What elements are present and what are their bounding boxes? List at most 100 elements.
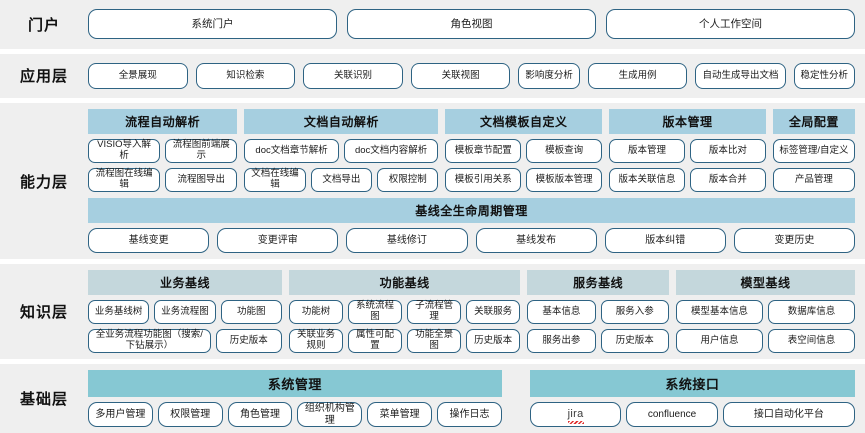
cap-button-template-chapter-config[interactable]: 模板章节配置 [445, 139, 522, 163]
foundation-group-system-management: 系统管理 多用户管理 权限管理 角色管理 组织机构管理 菜单管理 操作日志 [88, 370, 502, 427]
app-button-stability-analysis[interactable]: 稳定性分析 [793, 62, 856, 89]
layer-body-capability: 流程自动解析 VISIO导入解析 流程图前端展示 流程图在线编辑 流程图导出 文… [88, 103, 865, 259]
app-button-knowledge-search[interactable]: 知识检索 [195, 62, 296, 89]
base-button-multi-user-mgmt[interactable]: 多用户管理 [88, 402, 153, 427]
layer-body-portal: 系统门户 角色视图 个人工作空间 [88, 0, 865, 49]
foundation-groups: 系统管理 多用户管理 权限管理 角色管理 组织机构管理 菜单管理 操作日志 系统… [88, 370, 855, 427]
kn-button-function-panorama[interactable]: 功能全景图 [407, 329, 462, 353]
group-header-process-parse: 流程自动解析 [88, 109, 238, 134]
capability-group-doc-parse: 文档自动解析 doc文档章节解析 doc文档内容解析 文档在线编辑 文档导出 权… [244, 109, 439, 192]
app-button-panorama[interactable]: 全景展现 [88, 62, 188, 89]
base-button-permission-mgmt[interactable]: 权限管理 [157, 402, 223, 427]
cap-button-version-compare[interactable]: 版本比对 [690, 139, 766, 163]
group-row: doc文档章节解析 doc文档内容解析 [244, 139, 439, 163]
base-button-interface-automation-platform[interactable]: 接口自动化平台 [722, 402, 855, 427]
group-header-global-config: 全局配置 [772, 109, 855, 134]
cap-button-visio-import[interactable]: VISIO导入解析 [88, 139, 161, 163]
group-row: 全业务流程功能图（搜索/下钻展示） 历史版本 [88, 329, 282, 353]
kn-button-service-input-param[interactable]: 服务入参 [600, 300, 669, 324]
kn-button-attribute-configurable[interactable]: 属性可配置 [348, 329, 403, 353]
app-button-auto-export-doc[interactable]: 自动生成导出文档 [695, 62, 786, 89]
group-header-version-mgmt: 版本管理 [609, 109, 766, 134]
cap-button-permission-control[interactable]: 权限控制 [377, 168, 439, 192]
cap-button-flowchart-online-edit[interactable]: 流程图在线编辑 [88, 168, 161, 192]
kn-button-function-tree[interactable]: 功能树 [288, 300, 344, 324]
cap-button-flowchart-frontend[interactable]: 流程图前端展示 [165, 139, 238, 163]
group-header-function-baseline: 功能基线 [288, 270, 521, 295]
cap-button-doc-content-parse[interactable]: doc文档内容解析 [343, 139, 439, 163]
jira-label: jira [567, 408, 584, 425]
group-header-doc-parse: 文档自动解析 [244, 109, 439, 134]
base-button-operation-log[interactable]: 操作日志 [437, 402, 502, 427]
cap-button-flowchart-export[interactable]: 流程图导出 [165, 168, 238, 192]
kn-button-full-business-flow-function-chart[interactable]: 全业务流程功能图（搜索/下钻展示） [88, 329, 211, 353]
portal-button-role-view[interactable]: 角色视图 [347, 9, 596, 40]
group-header-service-baseline: 服务基线 [527, 270, 669, 295]
lifecycle-button-change-review[interactable]: 变更评审 [217, 228, 339, 253]
cap-button-version-manage[interactable]: 版本管理 [609, 139, 685, 163]
app-button-relation-recognition[interactable]: 关联识别 [303, 62, 403, 89]
kn-button-system-flowchart[interactable]: 系统流程图 [348, 300, 403, 324]
group-row: 产品管理 [772, 168, 855, 192]
app-button-relation-view[interactable]: 关联视图 [410, 62, 511, 89]
kn-button-related-business-rule[interactable]: 关联业务规则 [288, 329, 344, 353]
layer-label-application: 应用层 [19, 68, 68, 86]
cap-button-template-reference[interactable]: 模板引用关系 [445, 168, 522, 192]
layer-label-knowledge: 知识层 [19, 304, 68, 321]
cap-button-version-relation-info[interactable]: 版本关联信息 [609, 168, 685, 192]
cap-button-doc-online-edit[interactable]: 文档在线编辑 [244, 168, 306, 192]
kn-button-model-basic-info[interactable]: 模型基本信息 [675, 300, 763, 324]
kn-button-business-baseline-tree[interactable]: 业务基线树 [88, 300, 150, 324]
lifecycle-button-baseline-change[interactable]: 基线变更 [88, 228, 210, 253]
base-button-menu-mgmt[interactable]: 菜单管理 [367, 402, 433, 427]
group-row: 文档在线编辑 文档导出 权限控制 [244, 168, 439, 192]
group-header-business-baseline: 业务基线 [88, 270, 282, 295]
lifecycle-button-baseline-revise[interactable]: 基线修订 [346, 228, 468, 253]
group-row: VISIO导入解析 流程图前端展示 [88, 139, 238, 163]
kn-button-tablespace-info[interactable]: 表空间信息 [767, 329, 856, 353]
cap-button-template-query[interactable]: 模板查询 [526, 139, 603, 163]
cap-button-doc-chapter-parse[interactable]: doc文档章节解析 [244, 139, 339, 163]
portal-button-personal-workspace[interactable]: 个人工作空间 [606, 9, 855, 40]
knowledge-group-service-baseline: 服务基线 基本信息 服务入参 服务出参 历史版本 [527, 270, 669, 353]
kn-button-history-version-function[interactable]: 历史版本 [466, 329, 521, 353]
layer-portal: 门户 系统门户 角色视图 个人工作空间 [0, 0, 865, 49]
group-row: 版本关联信息 版本合并 [609, 168, 766, 192]
layer-label-foundation: 基础层 [19, 391, 68, 408]
portal-button-system[interactable]: 系统门户 [88, 9, 337, 40]
group-header-doc-template: 文档模板自定义 [445, 109, 603, 134]
base-button-org-structure-mgmt[interactable]: 组织机构管理 [297, 402, 363, 427]
portal-button-row: 系统门户 角色视图 个人工作空间 [88, 9, 855, 40]
kn-button-history-version-service[interactable]: 历史版本 [600, 329, 669, 353]
base-button-jira[interactable]: jira [529, 402, 622, 427]
lifecycle-button-change-history[interactable]: 变更历史 [733, 228, 856, 253]
cap-button-tag-management[interactable]: 标签管理/自定义 [772, 139, 855, 163]
kn-button-business-flowchart[interactable]: 业务流程图 [154, 300, 216, 324]
base-button-role-mgmt[interactable]: 角色管理 [227, 402, 293, 427]
app-button-generate-case[interactable]: 生成用例 [587, 62, 688, 89]
kn-button-related-service[interactable]: 关联服务 [466, 300, 521, 324]
kn-button-function-chart[interactable]: 功能图 [220, 300, 282, 324]
base-button-confluence[interactable]: confluence [626, 402, 718, 427]
knowledge-group-function-baseline: 功能基线 功能树 系统流程图 子流程管理 关联服务 关联业务规则 属性可配置 功… [288, 270, 521, 353]
cap-button-template-version-mgmt[interactable]: 模板版本管理 [526, 168, 603, 192]
kn-button-history-version-business[interactable]: 历史版本 [215, 329, 282, 353]
group-row: 流程图在线编辑 流程图导出 [88, 168, 238, 192]
cap-button-doc-export[interactable]: 文档导出 [310, 168, 373, 192]
baseline-lifecycle-header: 基线全生命周期管理 [88, 198, 855, 223]
kn-button-database-info[interactable]: 数据库信息 [767, 300, 856, 324]
kn-button-subprocess-mgmt[interactable]: 子流程管理 [407, 300, 462, 324]
app-button-impact-analysis[interactable]: 影响度分析 [518, 62, 580, 89]
kn-button-service-output-param[interactable]: 服务出参 [527, 329, 596, 353]
cap-button-product-management[interactable]: 产品管理 [772, 168, 855, 192]
group-row: 标签管理/自定义 [772, 139, 855, 163]
group-row: jira confluence 接口自动化平台 [529, 402, 855, 427]
lifecycle-button-version-correction[interactable]: 版本纠错 [604, 228, 726, 253]
cap-button-version-merge[interactable]: 版本合并 [690, 168, 766, 192]
layer-body-knowledge: 业务基线 业务基线树 业务流程图 功能图 全业务流程功能图（搜索/下钻展示） 历… [88, 264, 865, 359]
kn-button-basic-info[interactable]: 基本信息 [527, 300, 596, 324]
group-row: 业务基线树 业务流程图 功能图 [88, 300, 282, 324]
kn-button-user-info[interactable]: 用户信息 [675, 329, 763, 353]
lifecycle-button-baseline-release[interactable]: 基线发布 [475, 228, 597, 253]
capability-group-process-parse: 流程自动解析 VISIO导入解析 流程图前端展示 流程图在线编辑 流程图导出 [88, 109, 238, 192]
